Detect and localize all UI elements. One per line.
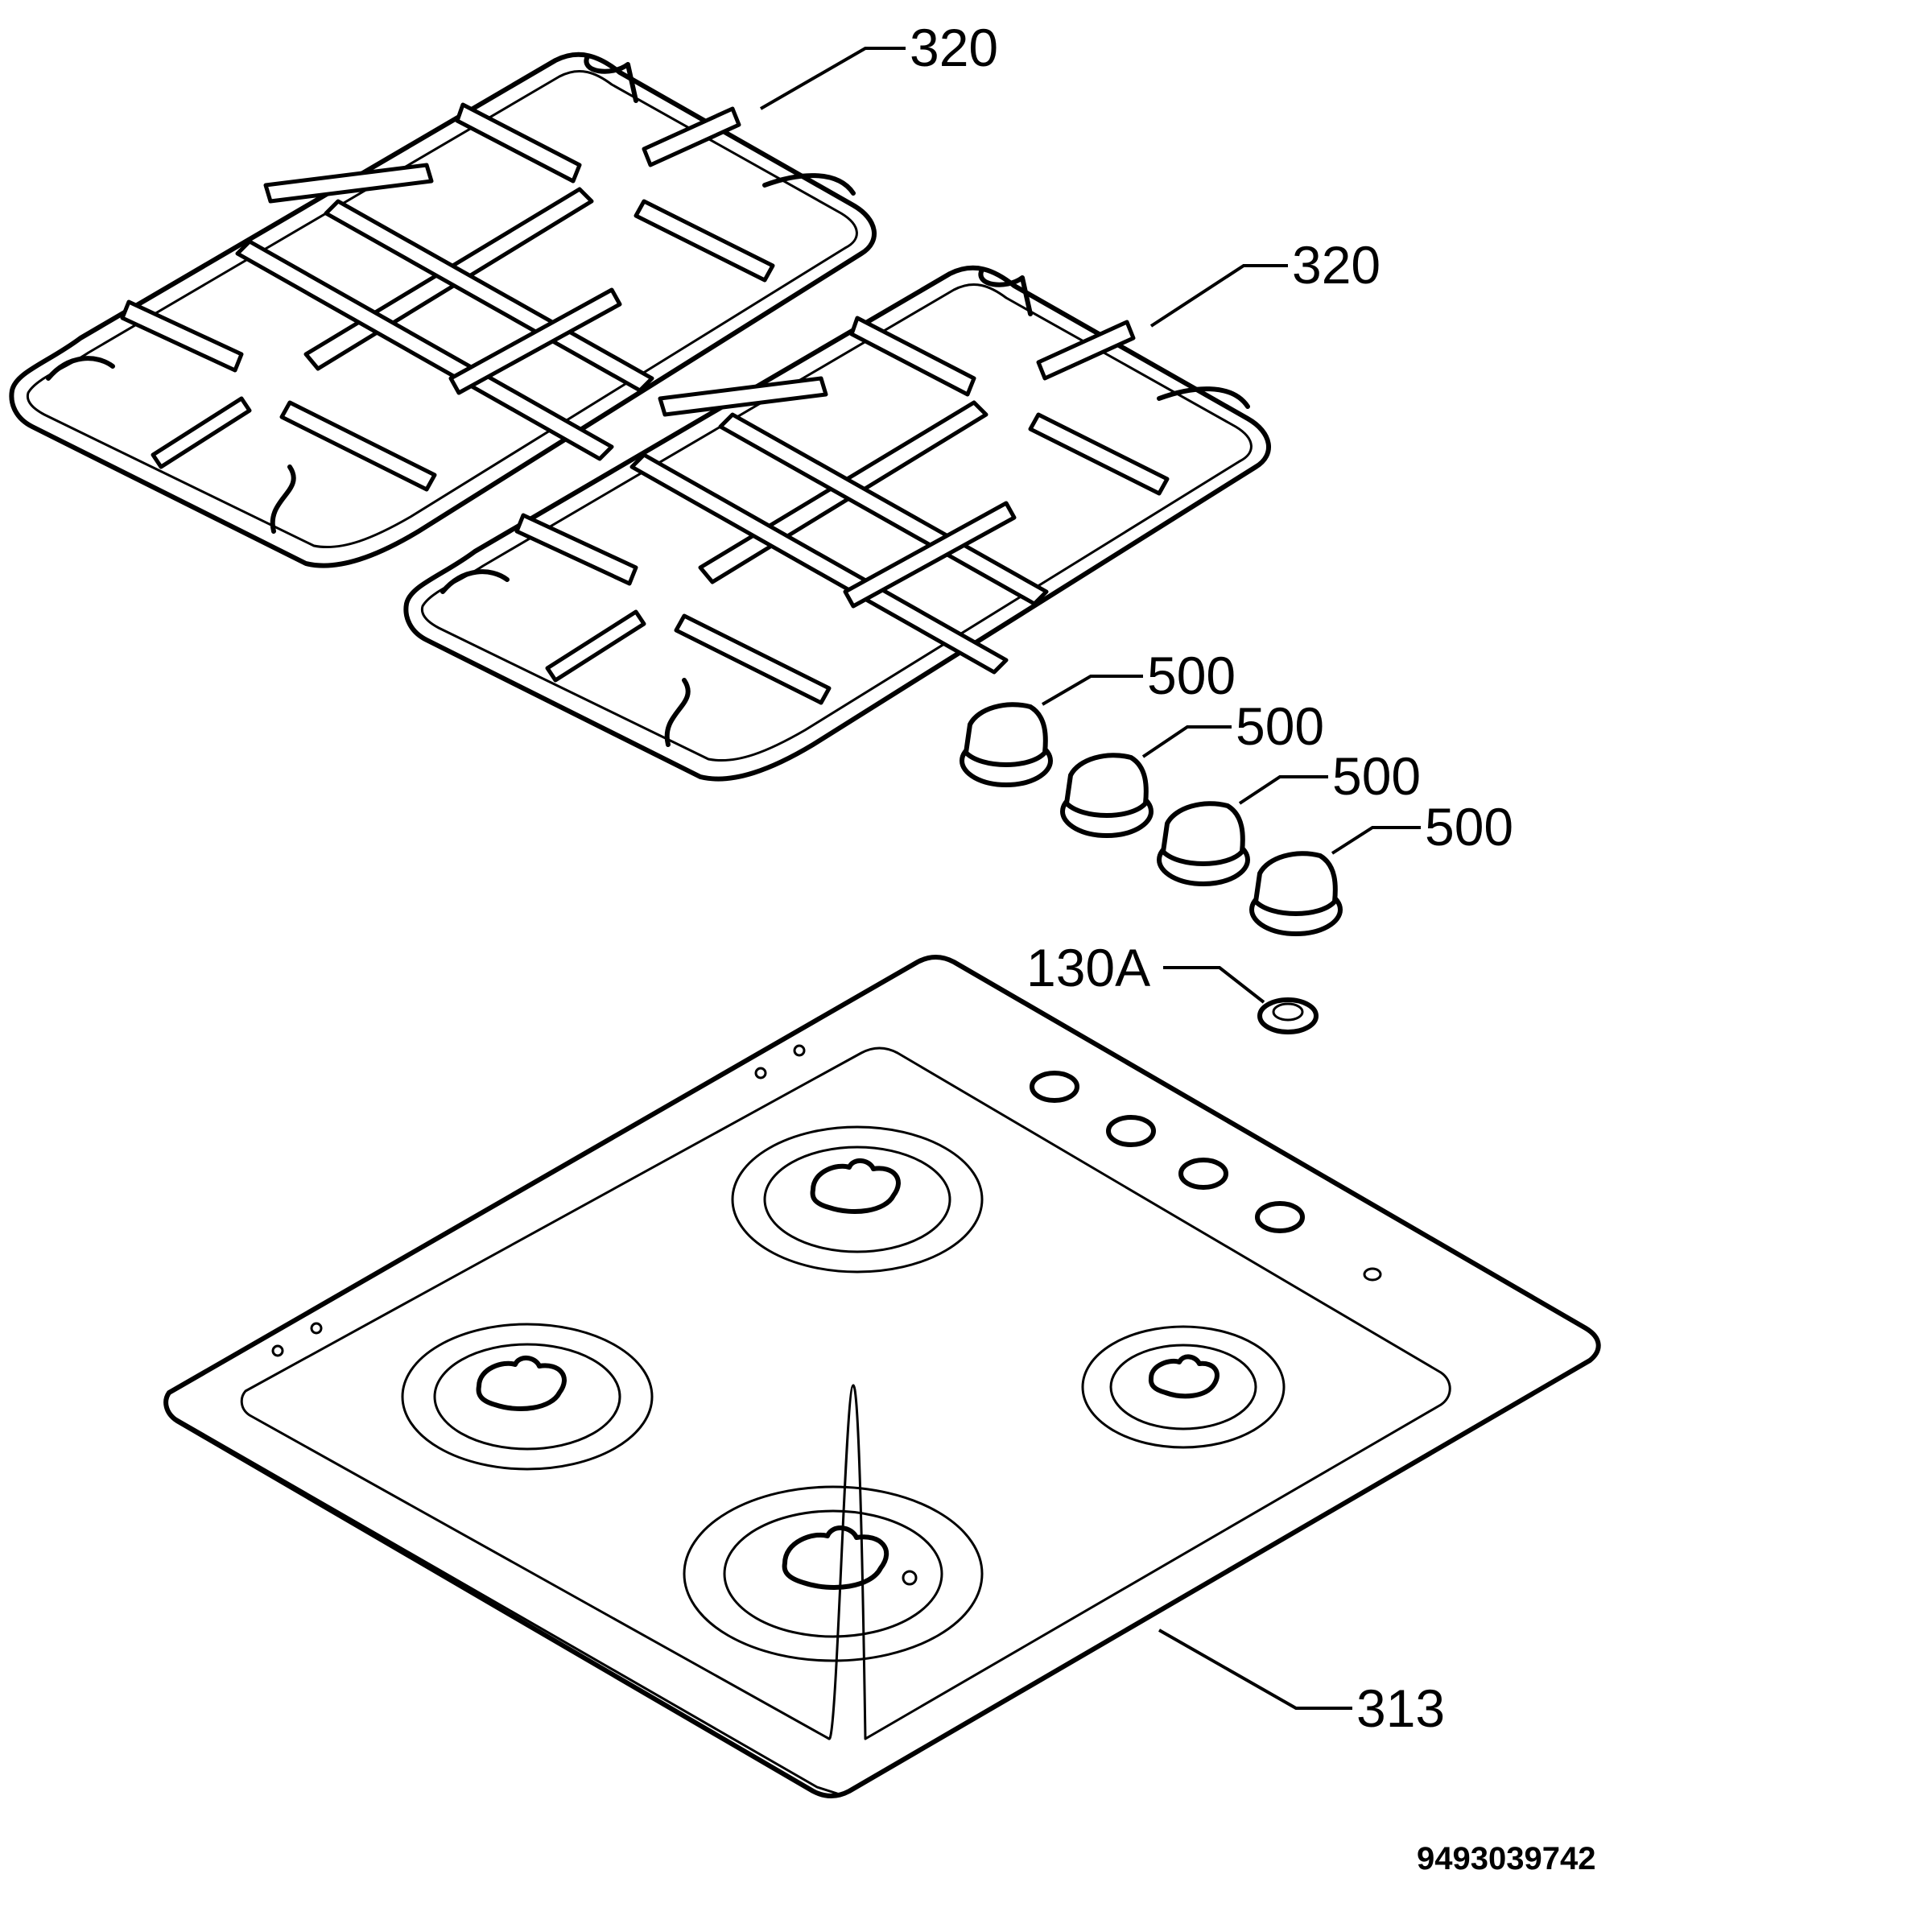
control-knob-1 xyxy=(960,702,1053,787)
callout-grommet: 130A xyxy=(1026,938,1150,997)
callout-grid-bottom: 320 xyxy=(1292,235,1381,295)
callout-hob-top: 313 xyxy=(1356,1678,1445,1738)
burner-front-left xyxy=(401,1323,654,1471)
burner-rear-left xyxy=(731,1125,984,1274)
callout-grid-top: 320 xyxy=(910,18,998,77)
knob-spindle-grommet xyxy=(1257,997,1319,1034)
pan-support-grid-1 xyxy=(9,52,877,568)
burner-rear-right xyxy=(1081,1325,1286,1449)
knob-hole-4 xyxy=(1255,1201,1305,1233)
pan-support-grid-2 xyxy=(403,265,1271,782)
callout-knob-3: 500 xyxy=(1332,746,1421,806)
knob-hole-3 xyxy=(1178,1158,1228,1190)
control-knob-2 xyxy=(1060,753,1154,838)
callout-knob-2: 500 xyxy=(1236,696,1324,756)
document-number: 9493039742 xyxy=(1417,1841,1595,1876)
control-knob-3 xyxy=(1157,801,1250,886)
control-knob-4 xyxy=(1249,851,1343,936)
knob-hole-2 xyxy=(1106,1115,1156,1147)
hob-top-plate xyxy=(163,955,1601,1798)
knob-hole-1 xyxy=(1030,1071,1079,1103)
leader-lines xyxy=(760,47,1421,1710)
callout-knob-4: 500 xyxy=(1425,797,1513,857)
callout-knob-1: 500 xyxy=(1147,646,1236,705)
burner-front-right xyxy=(683,1485,984,1662)
